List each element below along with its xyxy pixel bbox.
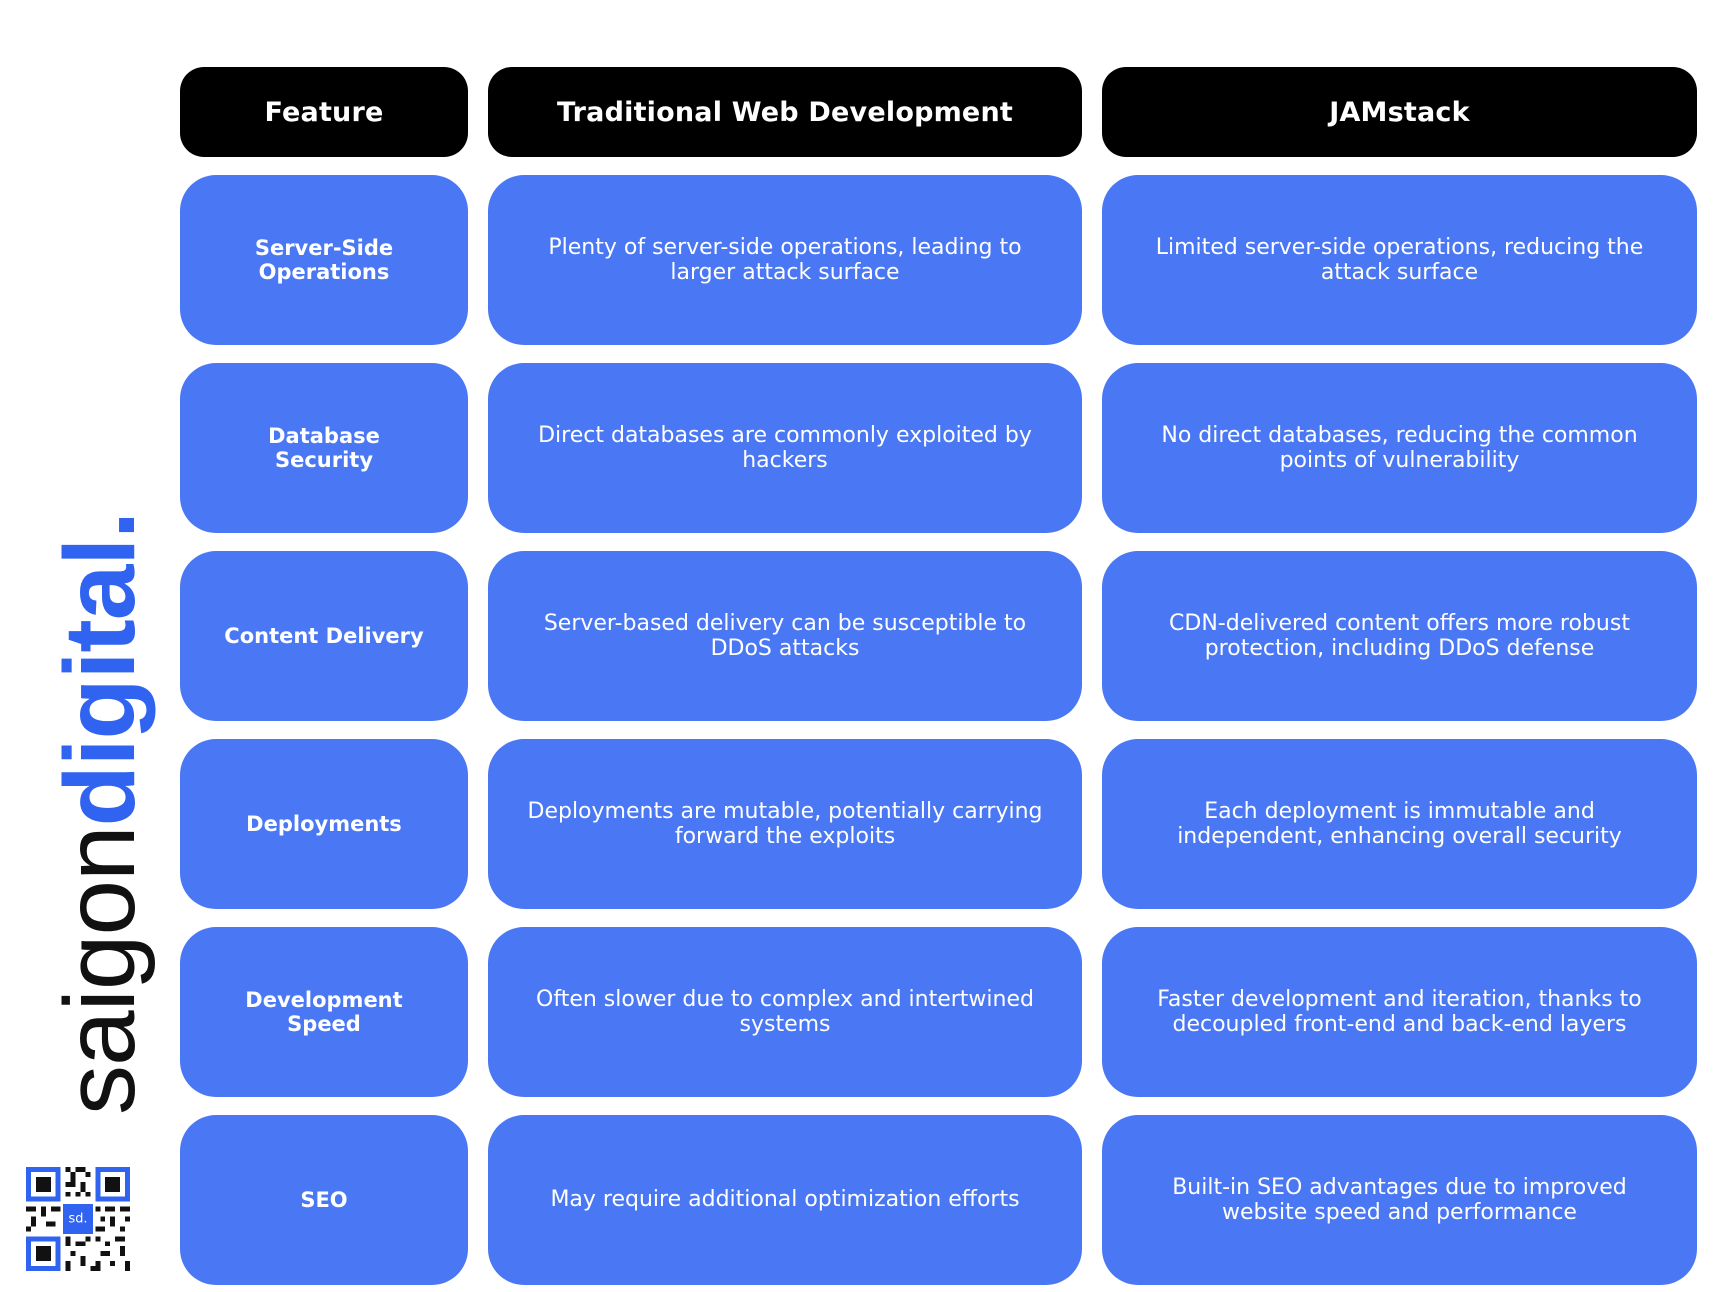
traditional-cell: May require additional optimization effo… <box>488 1115 1082 1285</box>
jamstack-cell: No direct databases, reducing the common… <box>1102 363 1697 533</box>
header-traditional: Traditional Web Development <box>488 67 1082 157</box>
traditional-cell: Server-based delivery can be susceptible… <box>488 551 1082 721</box>
qr-badge-label: sd. <box>69 1211 88 1226</box>
feature-cell: Content Delivery <box>180 551 468 721</box>
jamstack-cell: CDN-delivered content offers more robust… <box>1102 551 1697 721</box>
brand-logo: saigondigital. <box>44 512 156 1115</box>
qr-code-icon: sd. <box>26 1167 130 1271</box>
feature-cell: Deployments <box>180 739 468 909</box>
feature-cell: Database Security <box>180 363 468 533</box>
traditional-cell: Often slower due to complex and intertwi… <box>488 927 1082 1097</box>
header-jamstack: JAMstack <box>1102 67 1697 157</box>
jamstack-cell: Faster development and iteration, thanks… <box>1102 927 1697 1097</box>
jamstack-cell: Each deployment is immutable and indepen… <box>1102 739 1697 909</box>
traditional-cell: Direct databases are commonly exploited … <box>488 363 1082 533</box>
brand-name-accent: digital. <box>44 512 156 827</box>
jamstack-cell: Built-in SEO advantages due to improved … <box>1102 1115 1697 1285</box>
traditional-cell: Plenty of server-side operations, leadin… <box>488 175 1082 345</box>
feature-cell: Server-Side Operations <box>180 175 468 345</box>
jamstack-cell: Limited server-side operations, reducing… <box>1102 175 1697 345</box>
traditional-cell: Deployments are mutable, potentially car… <box>488 739 1082 909</box>
brand-name-plain: saigon <box>44 826 156 1115</box>
feature-cell: Development Speed <box>180 927 468 1097</box>
header-feature: Feature <box>180 67 468 157</box>
feature-cell: SEO <box>180 1115 468 1285</box>
comparison-table: Feature Traditional Web Development JAMs… <box>180 67 1697 1285</box>
